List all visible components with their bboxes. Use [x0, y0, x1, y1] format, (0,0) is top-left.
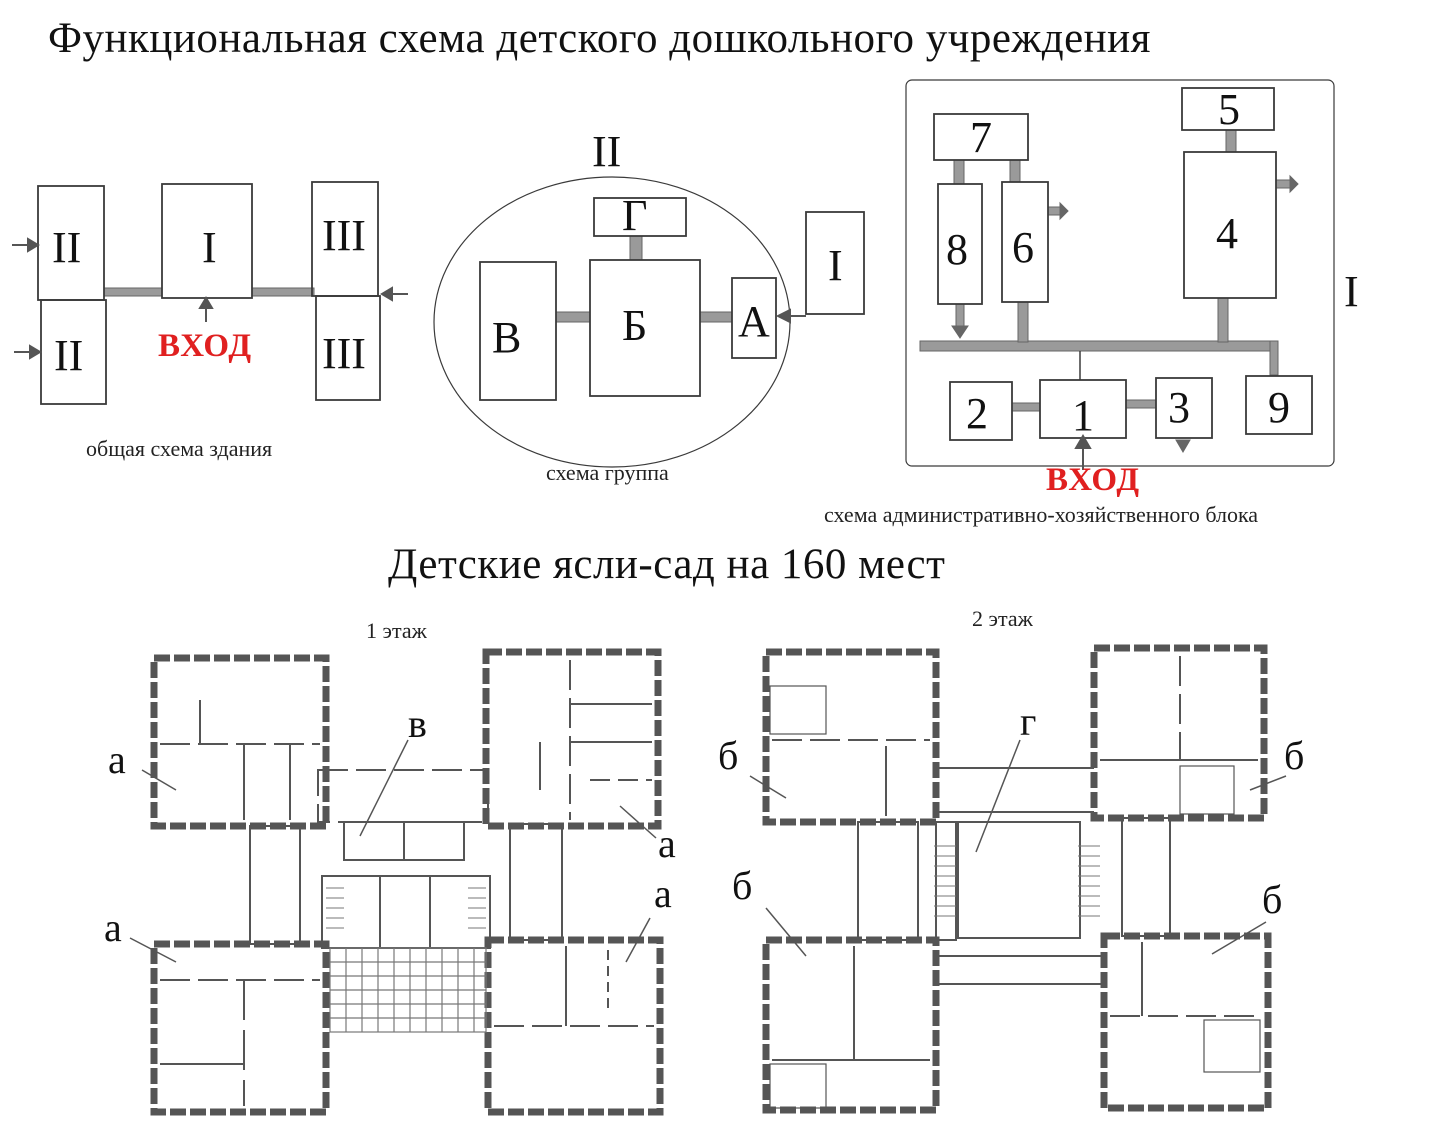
building-block-center-label: I — [202, 223, 217, 272]
building-block-right-bottom-label: III — [322, 329, 366, 378]
group-header-label: II — [592, 127, 622, 176]
admin-room-5 — [1181, 87, 1275, 131]
admin-scheme-caption: схема административно-хозяйственного бло… — [824, 502, 1259, 527]
admin-room-7 — [933, 113, 1029, 161]
group-ellipse — [433, 176, 791, 468]
admin-room-2 — [949, 381, 1013, 441]
admin-entrance-label: ВХОД — [1046, 462, 1141, 498]
floor1-marker-a3: а — [658, 821, 676, 866]
group-block-a-label: А — [738, 297, 770, 346]
admin-room-2-label: 2 — [966, 389, 988, 438]
admin-room-6 — [1001, 181, 1049, 303]
floor1-marker-a1: а — [108, 737, 126, 782]
admin-room-3-label: 3 — [1168, 383, 1190, 432]
block-a — [731, 277, 777, 359]
floor2-label: 2 этаж — [972, 606, 1033, 631]
admin-room-7-label: 7 — [970, 113, 992, 162]
building-entrance-label: ВХОД — [158, 328, 253, 364]
subtitle: Детские ясли-сад на 160 мест — [388, 541, 946, 588]
block-right-bottom — [315, 295, 381, 401]
block-b — [589, 259, 701, 397]
block-v — [479, 261, 557, 401]
group-scheme — [433, 176, 865, 468]
floor2-marker-b4: б — [1262, 877, 1283, 922]
admin-room-1-label: 1 — [1072, 391, 1094, 440]
admin-room-8 — [937, 183, 983, 305]
building-scheme-caption: общая схема здания — [86, 436, 273, 461]
block-i — [805, 211, 865, 315]
admin-side-label: I — [1344, 267, 1359, 316]
floor1-marker-a2: а — [104, 905, 122, 950]
building-block-left-top-label: II — [52, 223, 82, 272]
floor2-marker-g: г — [1020, 699, 1037, 744]
group-block-g-label: Г — [622, 191, 648, 240]
page-title: Функциональная схема детского дошкольног… — [48, 15, 1151, 62]
building-scheme — [12, 181, 408, 405]
group-block-v-label: В — [492, 313, 522, 362]
floor1-marker-v: в — [408, 701, 427, 746]
admin-room-8-label: 8 — [946, 225, 968, 274]
group-block-i-label: I — [828, 241, 843, 290]
floor1-label: 1 этаж — [366, 618, 427, 643]
building-block-right-top-label: III — [322, 211, 366, 260]
floor2-marker-b2: б — [1284, 733, 1305, 778]
admin-room-6-label: 6 — [1012, 223, 1034, 272]
admin-room-4-label: 4 — [1216, 209, 1238, 258]
floor2-marker-b3: б — [732, 863, 753, 908]
floor2-marker-b1: б — [718, 733, 739, 778]
block-g — [593, 197, 687, 237]
floor1-plan — [129, 648, 664, 1116]
floor1-marker-a4: а — [654, 871, 672, 916]
admin-frame — [905, 79, 1335, 467]
floor2-plan — [749, 644, 1287, 1114]
admin-room-9-label: 9 — [1268, 383, 1290, 432]
admin-scheme — [905, 79, 1335, 470]
admin-room-3 — [1155, 377, 1213, 439]
admin-room-9 — [1245, 375, 1313, 435]
admin-room-4 — [1183, 151, 1277, 299]
group-block-b-label: Б — [622, 301, 648, 350]
building-block-left-bottom-label: II — [54, 331, 84, 380]
group-scheme-caption: схема группа — [546, 460, 669, 485]
admin-room-5-label: 5 — [1218, 85, 1240, 134]
